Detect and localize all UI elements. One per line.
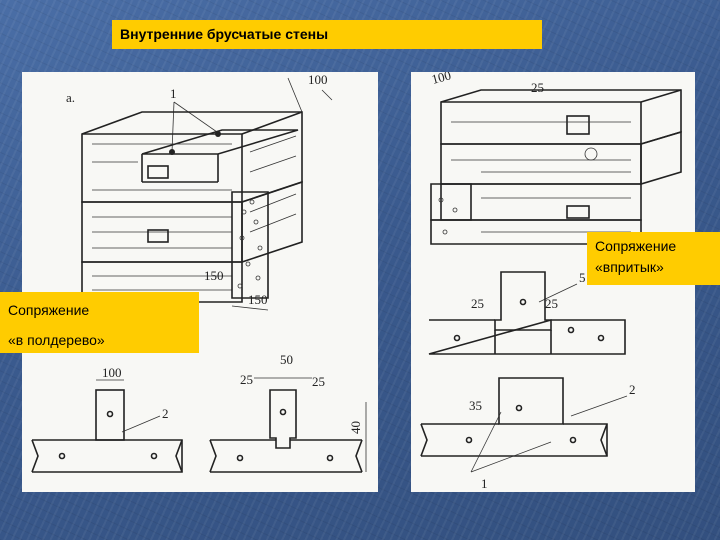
dim-25-left: 25 bbox=[240, 372, 253, 387]
callout-5: 5 bbox=[579, 270, 586, 285]
label-butt-line1: Сопряжение bbox=[595, 238, 677, 254]
label-butt-line2: «впритык» bbox=[595, 259, 664, 275]
dim-150-a: 150 bbox=[204, 268, 224, 283]
dim-25-a: 25 bbox=[471, 296, 484, 311]
dim-100-right: 100 bbox=[430, 72, 453, 87]
butt-joint-drawing: 100 25 5 25 25 35 bbox=[420, 72, 682, 491]
slide-title: Внутренние брусчатые стены bbox=[112, 20, 542, 49]
dim-40: 40 bbox=[348, 421, 363, 434]
drawing-panel-left: а. 1 100 bbox=[22, 72, 378, 492]
callout-2: 2 bbox=[162, 406, 169, 421]
label-butt-joint: Сопряжение «впритык» bbox=[587, 232, 720, 285]
label-half-lap-joint: Сопряжение «в полдерево» bbox=[0, 292, 199, 353]
figure-letter: а. bbox=[66, 90, 75, 105]
dim-25-b: 25 bbox=[545, 296, 558, 311]
dim-50: 50 bbox=[280, 352, 293, 367]
label-half-lap-line1: Сопряжение bbox=[8, 302, 90, 318]
dim-150-b: 150 bbox=[248, 292, 268, 307]
corner-joint-drawing: а. 1 100 bbox=[31, 72, 367, 473]
dim-35: 35 bbox=[469, 398, 482, 413]
dim-25-top: 25 bbox=[531, 80, 544, 95]
dim-100-top: 100 bbox=[308, 72, 328, 87]
callout-2-right: 2 bbox=[629, 382, 636, 397]
label-half-lap-line2: «в полдерево» bbox=[8, 332, 105, 348]
dim-100-plan: 100 bbox=[102, 365, 122, 380]
dim-25-right: 25 bbox=[312, 374, 325, 389]
callout-1-right: 1 bbox=[481, 476, 488, 491]
callout-1: 1 bbox=[170, 86, 177, 101]
